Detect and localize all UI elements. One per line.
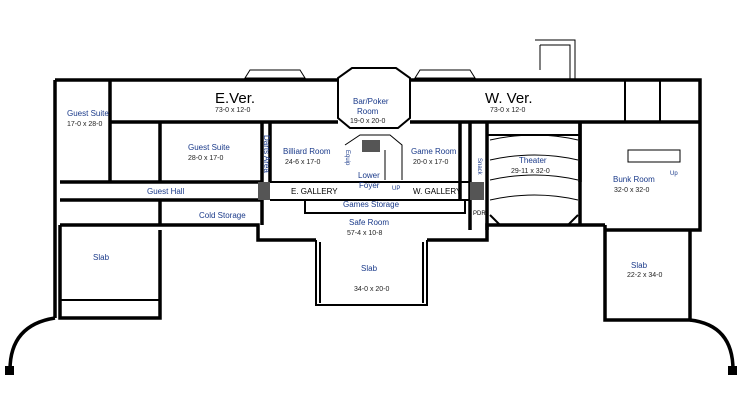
e-gallery-label: E. GALLERY — [291, 187, 338, 196]
safe-room-dims: 57-4 x 10-8 — [347, 230, 383, 237]
game-room-dims: 20-0 x 17-0 — [413, 159, 449, 166]
bunk-room-dims: 32-0 x 32-0 — [614, 187, 650, 194]
center-slab-name: Slab — [361, 264, 378, 273]
safe-room-name: Safe Room — [349, 218, 389, 227]
e-veranda-dims: 73-0 x 12-0 — [215, 107, 251, 114]
walls — [5, 39, 737, 375]
billiard-room-name: Billiard Room — [283, 147, 331, 156]
bunk-room-name: Bunk Room — [613, 175, 655, 184]
bar-room-name-2: Room — [357, 107, 379, 116]
game-room-name: Game Room — [411, 147, 457, 156]
guest-suite-1-dims: 17-0 x 28-0 — [67, 121, 103, 128]
w-veranda-name: W. Ver. — [485, 90, 533, 107]
theater-name: Theater — [519, 156, 547, 165]
left-slab-name: Slab — [93, 253, 110, 262]
cold-storage-label: Cold Storage — [199, 211, 246, 220]
guest-suite-2-dims: 28-0 x 17-0 — [188, 155, 224, 162]
up-label-bunk: Up — [670, 171, 678, 177]
right-slab-name: Slab — [631, 261, 648, 270]
w-gallery-label: W. GALLERY — [413, 187, 462, 196]
center-slab-dims: 34-0 x 20-0 — [354, 286, 390, 293]
guest-suite-1-name: Guest Suite — [67, 109, 109, 118]
billiard-room-dims: 24-6 x 17-0 — [285, 159, 321, 166]
guest-suite-2-name: Guest Suite — [188, 143, 230, 152]
snack-label: Snack — [476, 158, 482, 176]
bar-room-dims: 19-0 x 20-0 — [350, 118, 386, 125]
up-label-foyer: UP — [392, 186, 400, 192]
darts-area-label: Darts Area — [262, 135, 271, 173]
pdr-label: PDR — [473, 211, 486, 217]
w-veranda-dims: 73-0 x 12-0 — [490, 107, 526, 114]
games-storage-label: Games Storage — [343, 200, 400, 209]
labels: E.Ver. 73-0 x 12-0 W. Ver. 73-0 x 12-0 G… — [67, 90, 678, 293]
bar-room-name-1: Bar/Poker — [353, 97, 389, 106]
theater-dims: 29-11 x 32-0 — [511, 168, 550, 175]
lower-foyer-label-2: Foyer — [359, 181, 380, 190]
e-veranda-name: E.Ver. — [215, 90, 255, 107]
lower-foyer-label-1: Lower — [358, 171, 380, 180]
right-slab-dims: 22-2 x 34-0 — [627, 272, 663, 279]
guest-hall-label: Guest Hall — [147, 187, 185, 196]
equip-label: Equip — [344, 150, 350, 166]
